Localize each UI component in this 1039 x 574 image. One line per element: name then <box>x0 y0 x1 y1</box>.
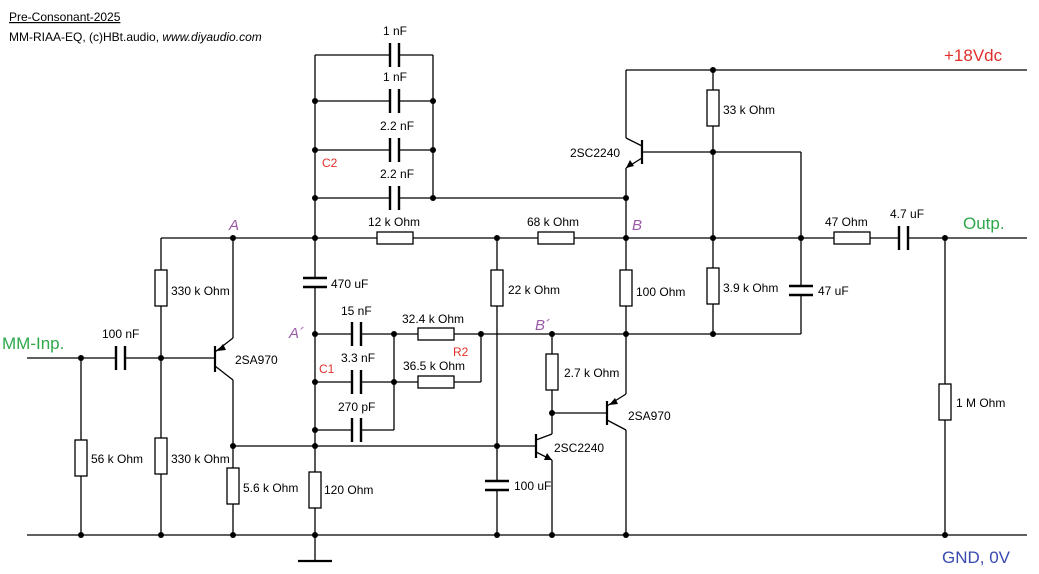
output-section: 47 Ohm 4.7 uF Outp. 1 M Ohm <box>825 207 1027 535</box>
c2-ref-label: C2 <box>322 156 338 170</box>
supply-label: +18Vdc <box>944 46 1003 65</box>
q2-label: 2SC2240 <box>570 146 620 160</box>
r-1m <box>938 383 952 421</box>
r-22k-label: 22 k Ohm <box>508 283 560 297</box>
r-120 <box>308 471 322 509</box>
q1-label: 2SA970 <box>235 353 278 367</box>
c-2n2-b-label: 2.2 nF <box>380 167 414 181</box>
transistor-q3: 2SA970 <box>605 393 671 535</box>
r-2k7 <box>545 353 559 391</box>
r-100 <box>619 269 633 307</box>
c-270p-label: 270 pF <box>338 400 375 414</box>
c2-capacitor-bank: 1 nF 1 nF 2.2 nF 2.2 nF C2 <box>314 24 626 238</box>
transistor-q4: 2SC2240 <box>534 433 604 535</box>
q4-label: 2SC2240 <box>554 441 604 455</box>
r-68k-label: 68 k Ohm <box>527 215 579 229</box>
c-1n-b-label: 1 nF <box>383 70 407 84</box>
r-12k-label: 12 k Ohm <box>368 215 420 229</box>
transistor-q2: 2SC2240 <box>570 70 713 198</box>
r-32k4 <box>417 327 455 341</box>
node-b-label: B <box>632 217 642 234</box>
input-section: MM-Inp. 100 nF 56 k Ohm <box>2 327 215 535</box>
r-33k <box>706 89 720 127</box>
r-12k <box>376 231 414 245</box>
bias-network: 330 k Ohm 330 k Ohm <box>154 238 230 535</box>
r-100-label: 100 Ohm <box>636 285 685 299</box>
input-label: MM-Inp. <box>2 334 64 353</box>
r-330k-bottom <box>154 437 168 475</box>
schematic-title: Pre-Consonant-2025 <box>9 10 121 24</box>
r-1m-label: 1 M Ohm <box>956 396 1005 410</box>
c-100u-label: 100 uF <box>514 479 551 493</box>
r-2k7-label: 2.7 k Ohm <box>564 366 619 380</box>
c1-r2-network: 15 nF 32.4 k Ohm 3.3 nF 36.5 k Ohm R2 C1… <box>315 304 626 442</box>
c-47u-label: 47 uF <box>818 284 849 298</box>
supply-rail: +18Vdc <box>626 46 1027 71</box>
node-b-prime-label: B´ <box>535 317 550 334</box>
r-22k <box>490 269 504 307</box>
c-2n2-a-label: 2.2 nF <box>380 119 414 133</box>
r-56k <box>74 439 88 477</box>
c-100n-label: 100 nF <box>102 327 139 341</box>
c-15n-label: 15 nF <box>341 304 372 318</box>
q3-label: 2SA970 <box>628 409 671 423</box>
r-47-label: 47 Ohm <box>825 215 868 229</box>
transistor-q1: 2SA970 <box>213 238 278 468</box>
node-a-prime-label: A´ <box>288 325 304 342</box>
c-3n3-label: 3.3 nF <box>341 351 375 365</box>
r-330k-bottom-label: 330 k Ohm <box>171 452 230 466</box>
r2-ref-label: R2 <box>453 345 469 359</box>
ground-label: GND, 0V <box>942 548 1011 567</box>
r-36k5-label: 36.5 k Ohm <box>403 359 465 373</box>
c-4u7-label: 4.7 uF <box>890 207 924 221</box>
r-3k9-label: 3.9 k Ohm <box>723 281 778 295</box>
r-33k-label: 33 k Ohm <box>723 103 775 117</box>
r-5k6-label: 5.6 k Ohm <box>243 481 298 495</box>
output-label: Outp. <box>963 214 1005 233</box>
c1-ref-label: C1 <box>319 362 335 376</box>
r-32k4-label: 32.4 k Ohm <box>402 312 464 326</box>
c-1n-a-label: 1 nF <box>383 24 407 38</box>
node-a-label: A <box>228 217 239 234</box>
r-36k5 <box>417 375 455 389</box>
feedback-leg: 470 uF 120 Ohm <box>303 238 373 535</box>
r-3k9 <box>706 267 720 305</box>
r-330k-top <box>154 269 168 307</box>
r-56k-label: 56 k Ohm <box>91 452 143 466</box>
junction-dots <box>78 67 948 538</box>
r-68k <box>537 231 575 245</box>
r-47 <box>833 231 871 245</box>
r-5k6 <box>226 467 240 505</box>
r-120-label: 120 Ohm <box>324 483 373 497</box>
c-470u-label: 470 uF <box>331 277 368 291</box>
r-330k-top-label: 330 k Ohm <box>171 284 230 298</box>
ground-rail: GND, 0V <box>27 534 1027 567</box>
schematic-subtitle: MM-RIAA-EQ, (c)HBt.audio, www.diyaudio.c… <box>9 30 262 44</box>
